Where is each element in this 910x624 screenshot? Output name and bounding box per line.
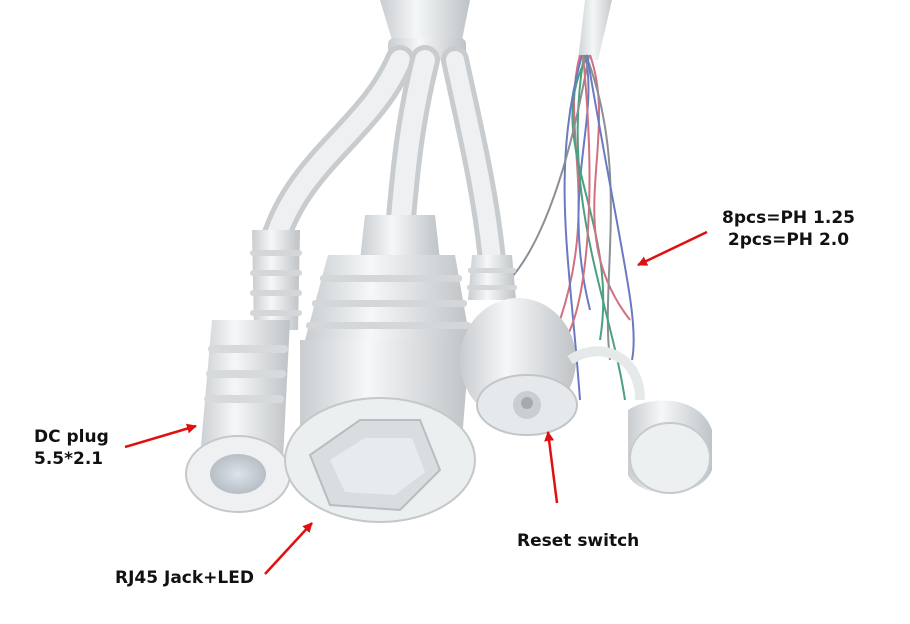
reset-switch-connector — [460, 255, 578, 436]
rj45-jack-connector — [284, 215, 476, 523]
arrow-wires — [637, 230, 708, 267]
wire-spec-line1: 8pcs=PH 1.25 — [722, 208, 855, 228]
arrow-rj45 — [264, 522, 313, 575]
annotation-arrows — [124, 230, 708, 575]
arrow-dc-plug — [124, 423, 197, 449]
rj45-label: RJ45 Jack+LED — [115, 568, 254, 588]
dc-plug-label: DC plug 5.5*2.1 — [34, 426, 109, 470]
arrow-reset — [544, 431, 559, 504]
wire-spec-line2: 2pcs=PH 2.0 — [727, 230, 850, 250]
dc-plug-label-line1: DC plug — [34, 427, 109, 447]
dc-plug-label-line2: 5.5*2.1 — [34, 449, 104, 469]
reset-switch-label: Reset switch — [517, 531, 640, 551]
dc-plug-connector — [185, 230, 302, 513]
wire-spec-label: 8pcs=PH 1.25 2pcs=PH 2.0 — [722, 207, 855, 251]
rubber-cap — [567, 346, 712, 494]
cables — [260, 45, 506, 274]
